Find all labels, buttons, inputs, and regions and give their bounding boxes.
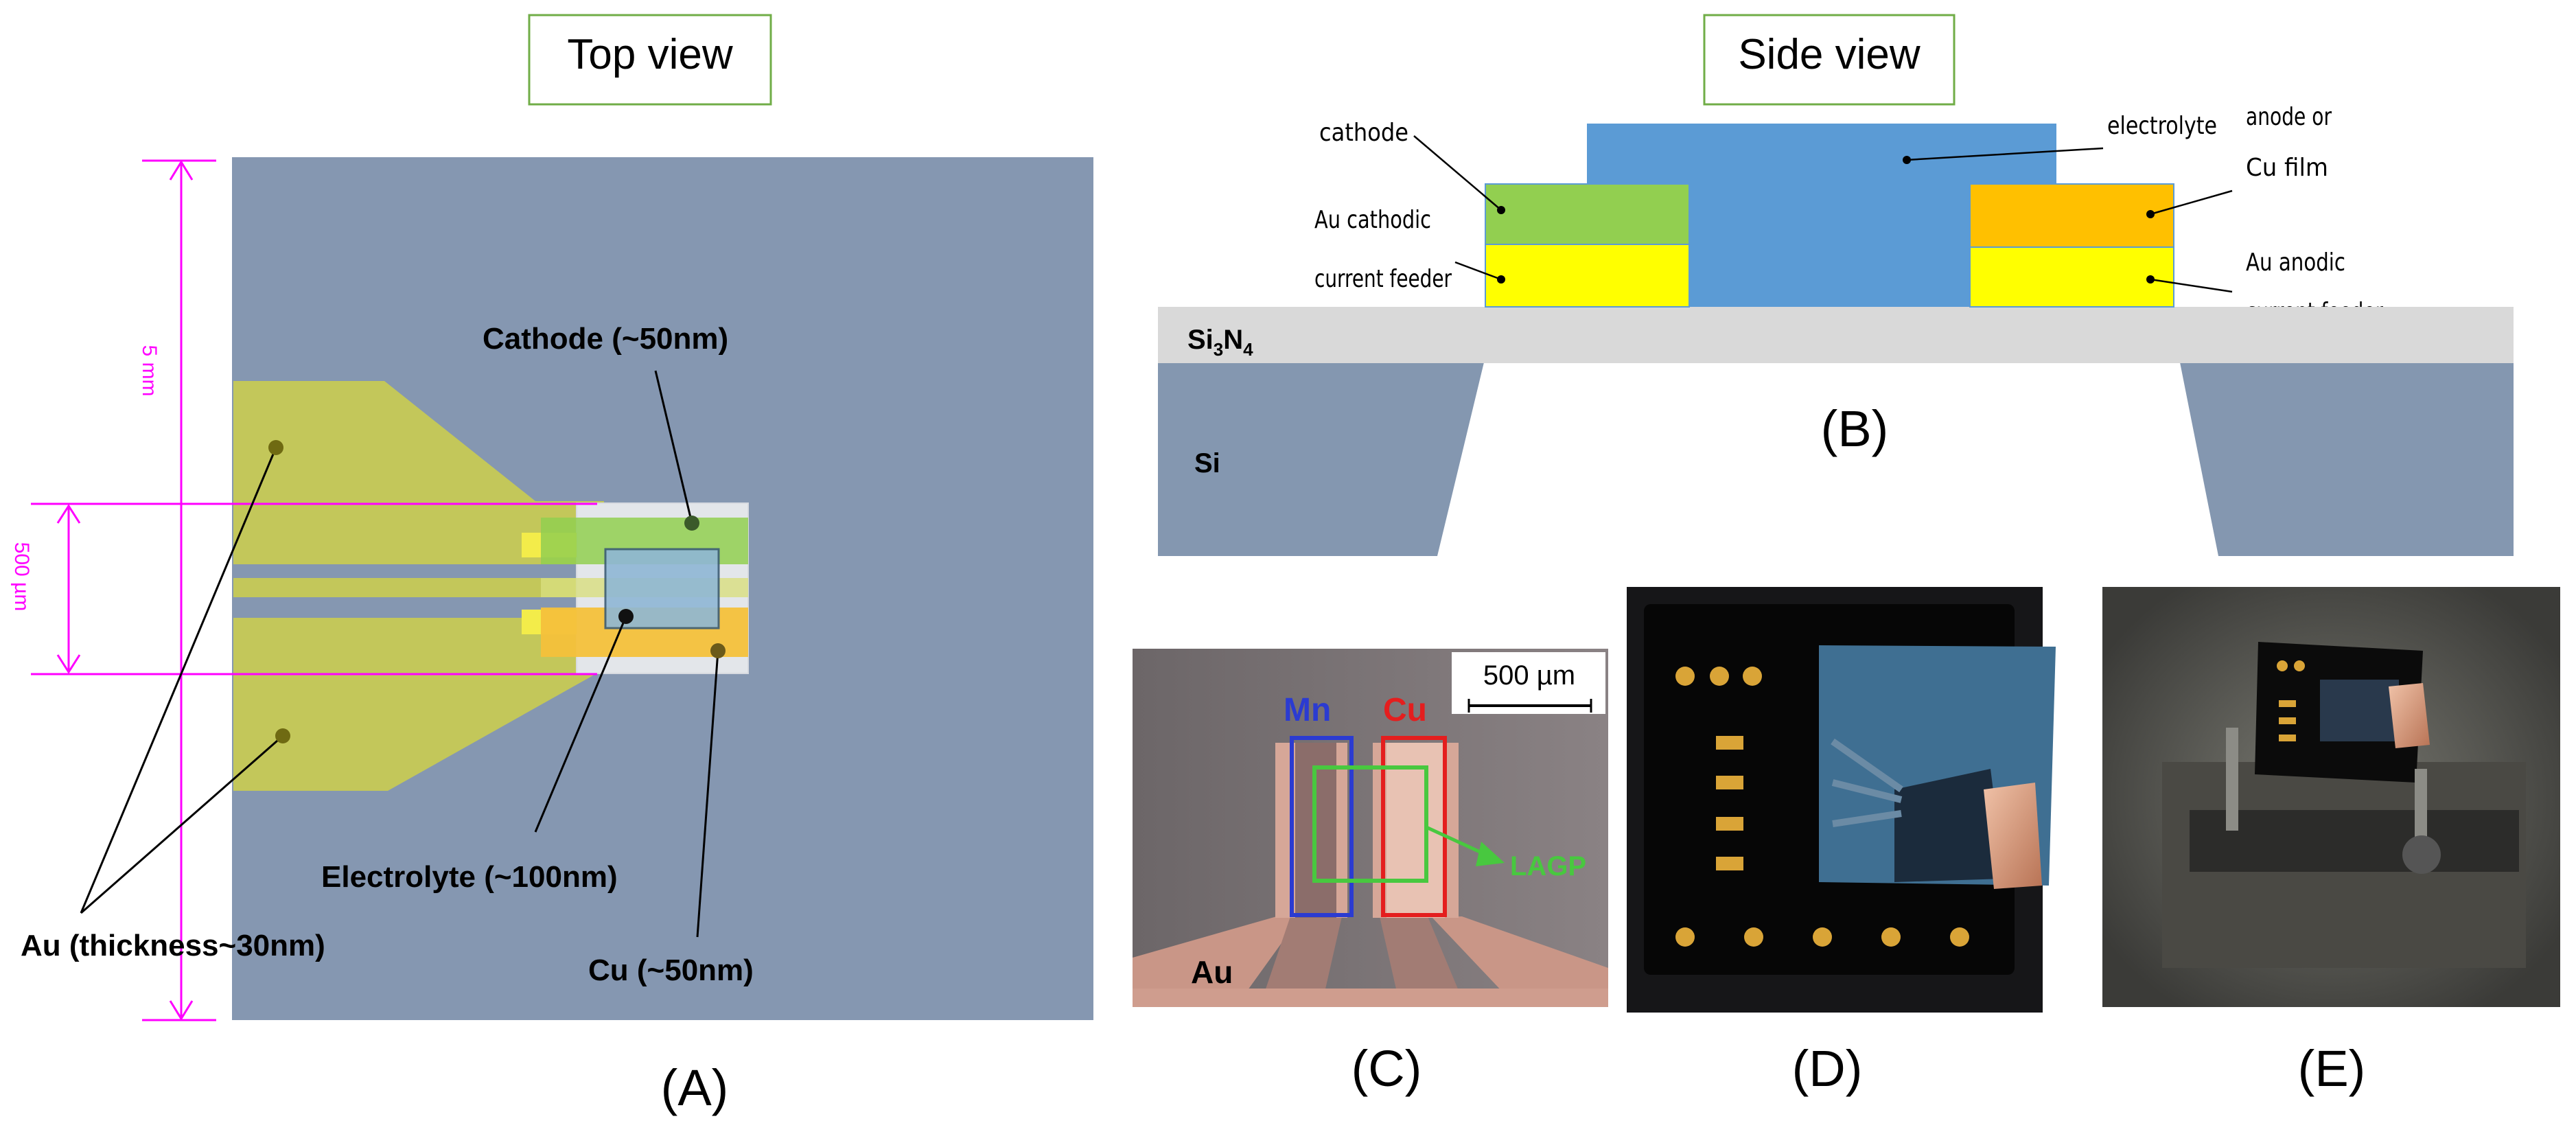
label-electrolyte-b: electrolyte — [2107, 112, 2217, 140]
anode-block — [1969, 183, 2174, 248]
dimension-500um: 500 µm — [10, 542, 33, 612]
cathode-block — [1485, 183, 1690, 245]
photo-e-copper — [2389, 683, 2430, 748]
label-cathode-b: cathode — [1319, 119, 1408, 147]
label-lagp: LAGP — [1510, 851, 1586, 881]
si3n4-layer — [1158, 307, 2514, 363]
panel-a: Top view 5 mm 500 µm — [10, 14, 1093, 1116]
trace-fan-right — [1431, 916, 1608, 1007]
panel-b-dots — [1497, 156, 2155, 284]
si3n4-sub-3: 3 — [1214, 339, 1223, 360]
label-au-cathodic-line2: current feeder — [1314, 265, 1452, 293]
label-anode-line1: anode or — [2246, 103, 2332, 131]
trace-fan-left — [1133, 916, 1301, 1007]
si-substrate-right — [2180, 362, 2514, 556]
label-mn: Mn — [1284, 692, 1331, 728]
panel-e: (E) — [2102, 587, 2560, 1097]
caption-e: (E) — [2298, 1040, 2366, 1097]
caption-a: (A) — [661, 1059, 729, 1116]
trace-fan-mid-left — [1260, 916, 1342, 1007]
lagp-arrow-head — [1476, 842, 1505, 866]
side-view-heading: Side view — [1738, 31, 1921, 78]
photo-d-dark-region — [1894, 769, 2004, 882]
caption-c: (C) — [1351, 1040, 1422, 1097]
trace-fan-mid-right — [1380, 916, 1465, 1007]
label-au-anodic-line2: current feeder — [2246, 298, 2383, 326]
si3n4-sub-4: 4 — [1243, 339, 1253, 360]
scale-bar-label: 500 µm — [1483, 660, 1575, 691]
photo-d-traces — [1831, 738, 1903, 827]
side-view-heading-box — [1703, 14, 1956, 106]
au-cathodic-block — [1485, 244, 1690, 308]
panel-a-dots — [268, 440, 726, 743]
label-cathode-a: Cathode (~50nm) — [483, 322, 728, 356]
dimension-5mm: 5 mm — [138, 345, 161, 397]
panel-d: (D) — [1627, 587, 2056, 1097]
label-si: Si — [1194, 448, 1220, 478]
label-au-anodic-line1: Au anodic — [2246, 249, 2345, 277]
photo-e-pads — [2277, 660, 2305, 741]
top-view-heading-box — [528, 14, 772, 106]
photo-e-clip — [2190, 810, 2519, 872]
lagp-arrow-line — [1425, 825, 1487, 857]
caption-d: (D) — [1792, 1040, 1863, 1097]
label-au-a: Au (thickness~30nm) — [21, 929, 325, 962]
si-substrate — [1158, 362, 1484, 556]
label-au-c: Au — [1191, 954, 1233, 990]
photo-e-chip — [2320, 680, 2399, 741]
label-cu-a: Cu (~50nm) — [588, 954, 754, 987]
si3n4-n: N — [1223, 325, 1243, 355]
panel-c: 500 µm Mn Cu LAGP Au (C) — [1133, 649, 1608, 1097]
label-anode-line2: Cu film — [2246, 154, 2328, 182]
cu-box — [1381, 736, 1447, 917]
label-cu-c: Cu — [1383, 692, 1427, 728]
au-feeder-upper — [233, 381, 604, 564]
photo-e-knob — [2402, 835, 2441, 874]
au-anodic-block — [1969, 246, 2174, 308]
dimension-lines — [31, 159, 597, 1021]
photo-d-pads — [1675, 667, 1969, 947]
mn-box — [1290, 736, 1354, 917]
photo-d-copper — [1984, 783, 2042, 889]
caption-b: (B) — [1821, 400, 1889, 457]
au-feeder-lower — [233, 618, 604, 791]
photo-e-screw-left — [2226, 728, 2238, 831]
lagp-box — [1312, 765, 1428, 883]
label-au-cathodic-line1: Au cathodic — [1314, 206, 1431, 234]
label-electrolyte-a: Electrolyte (~100nm) — [321, 860, 618, 894]
trace-fan-base — [1133, 989, 1608, 1007]
panel-b-leaders — [1413, 135, 2233, 293]
si3n4-si: Si — [1187, 325, 1214, 355]
top-view-heading: Top view — [567, 31, 732, 78]
panel-a-leaders — [80, 370, 719, 938]
panel-b: Side view cathode electrolyte anode or C… — [1158, 14, 2514, 556]
scale-bar-box — [1452, 652, 1605, 714]
label-si3n4: Si3N4 — [1187, 325, 1253, 360]
